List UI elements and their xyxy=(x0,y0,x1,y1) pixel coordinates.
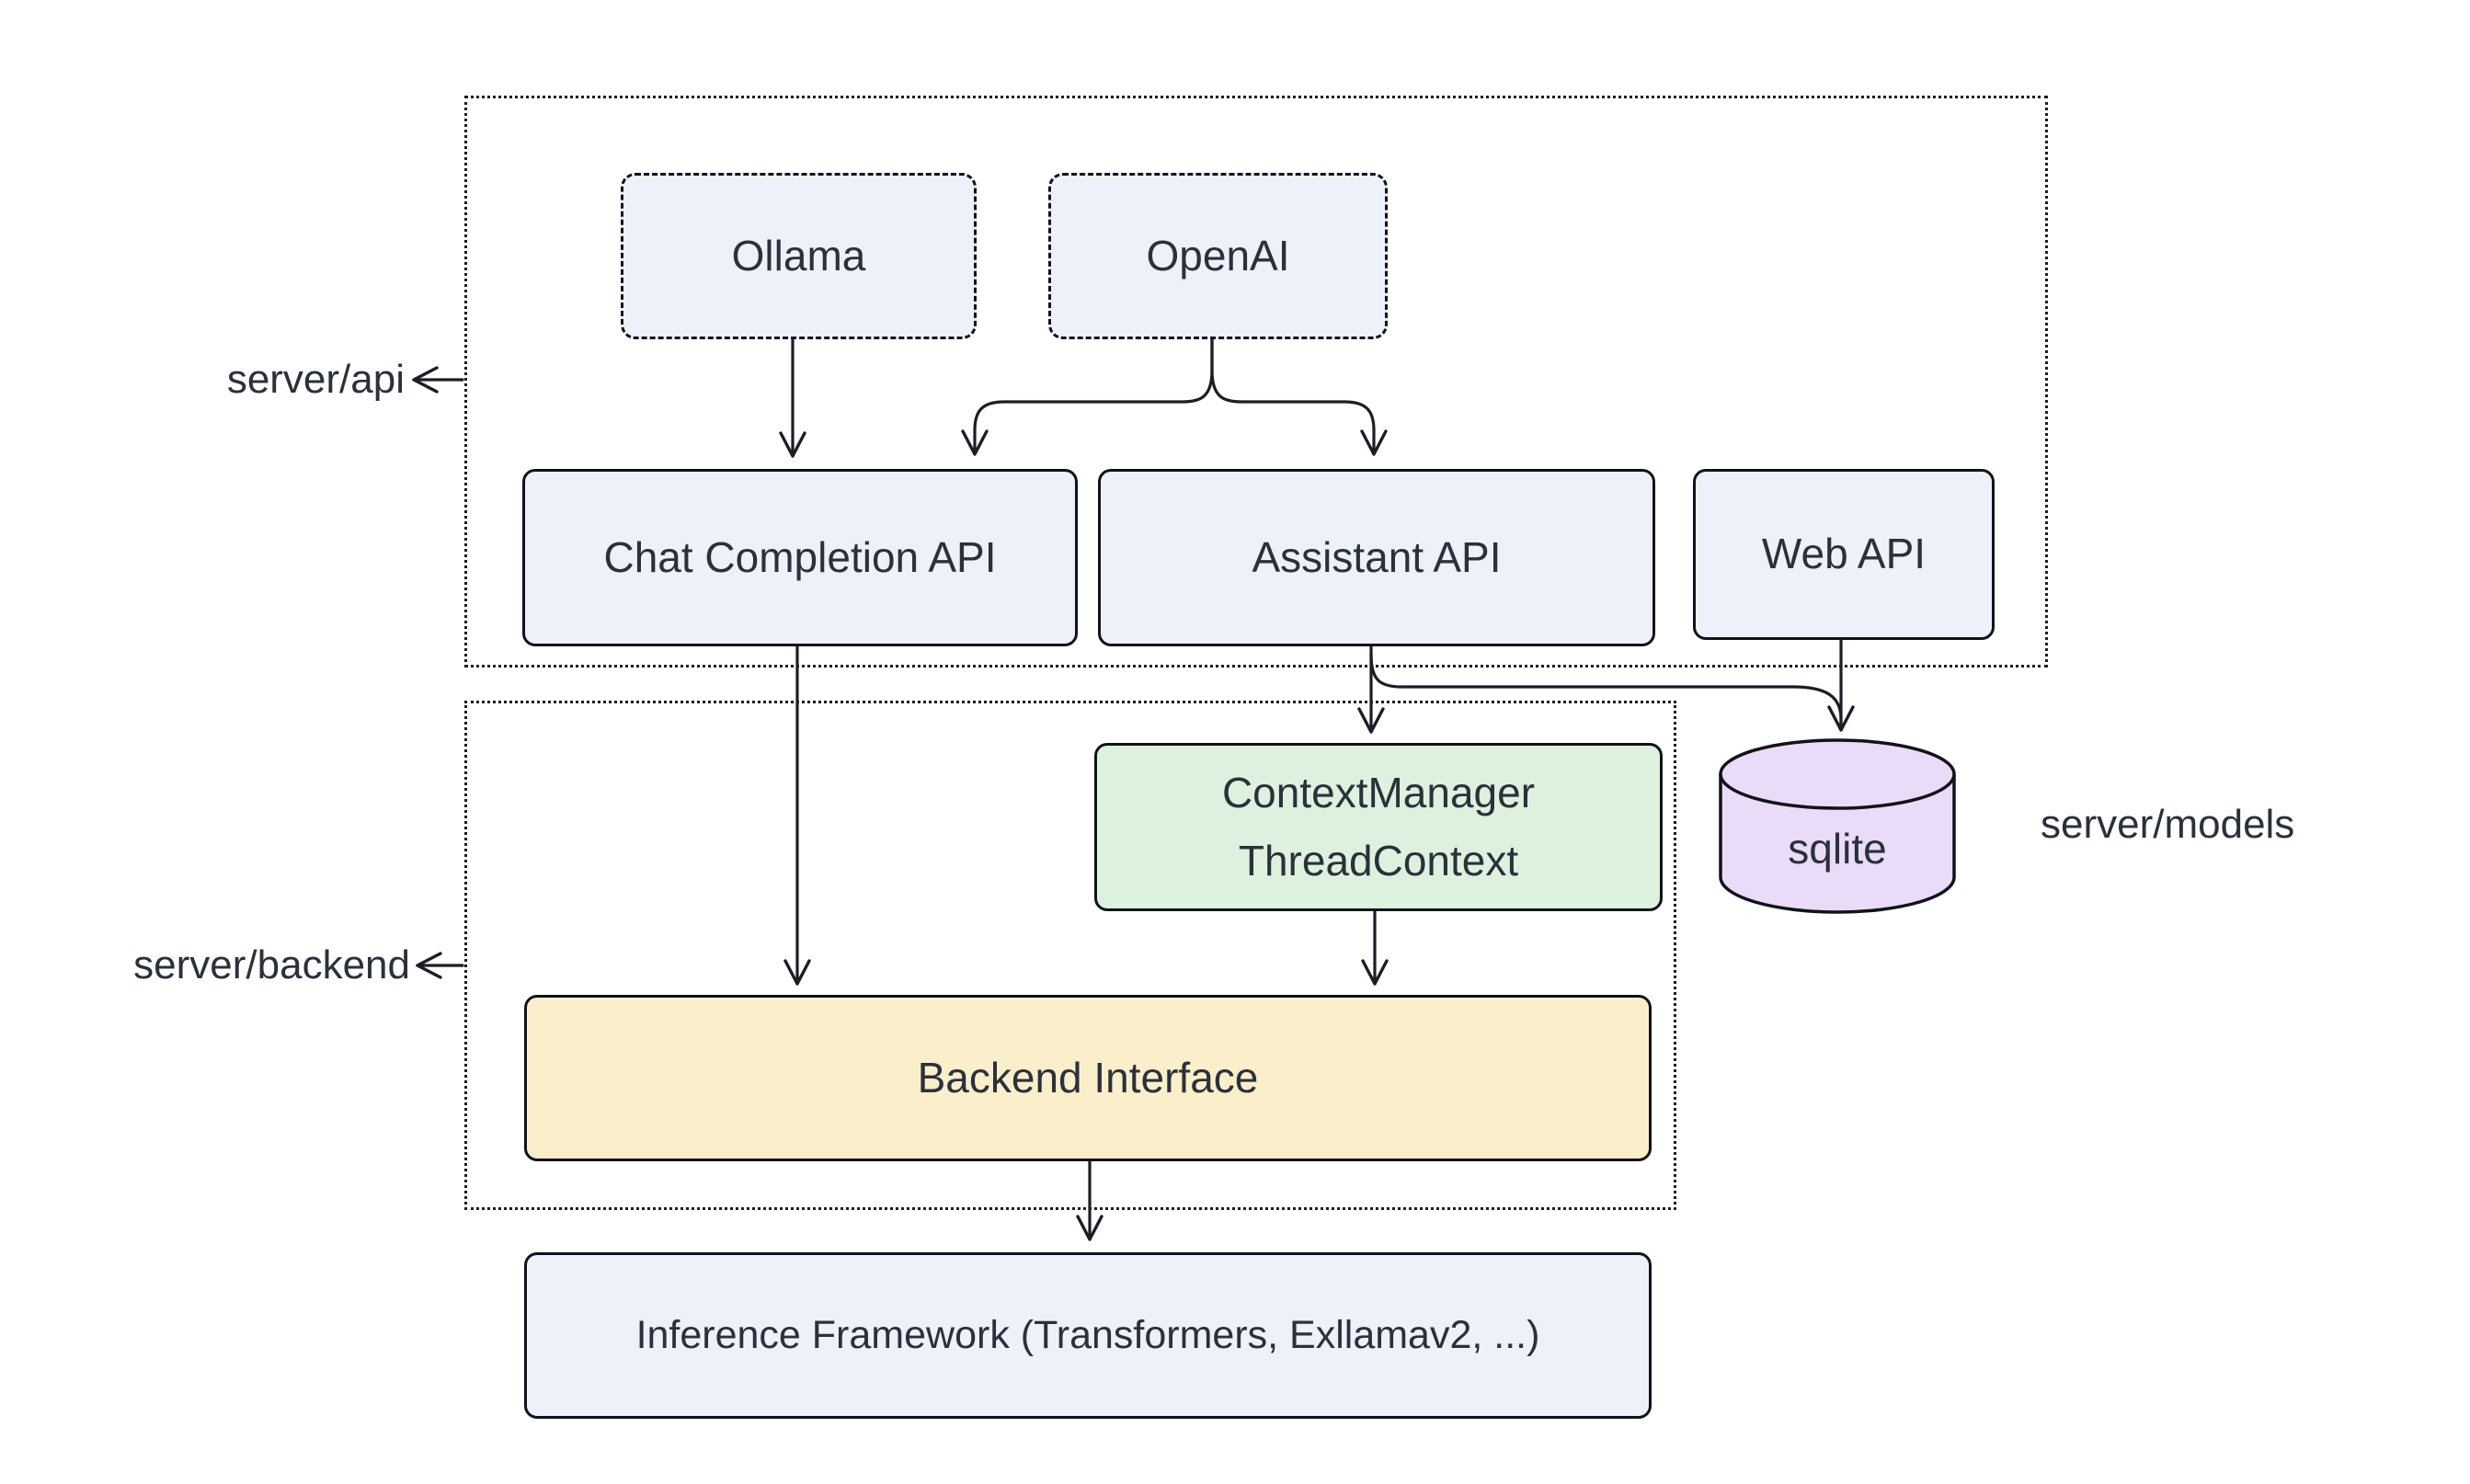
node-inference-framework-label: Inference Framework (Transformers, Exlla… xyxy=(635,1312,1540,1357)
node-chat-completion-api: Chat Completion API xyxy=(522,469,1078,646)
server-api-container xyxy=(464,96,2048,668)
node-sqlite-label: sqlite xyxy=(1788,825,1887,873)
node-inference-framework: Inference Framework (Transformers, Exlla… xyxy=(524,1252,1652,1419)
node-ollama-label: Ollama xyxy=(731,231,866,280)
node-context-manager-line1: ContextManager xyxy=(1221,768,1536,816)
node-context-manager: ContextManager ThreadContext xyxy=(1094,743,1663,911)
node-ollama: Ollama xyxy=(621,173,977,339)
node-assistant-api-label: Assistant API xyxy=(1252,532,1502,581)
server-api-label: server/api xyxy=(226,357,405,402)
node-backend-interface-label: Backend Interface xyxy=(917,1053,1259,1102)
node-assistant-api: Assistant API xyxy=(1098,469,1655,646)
server-backend-container xyxy=(464,701,1676,1210)
node-openai: OpenAI xyxy=(1048,173,1388,339)
node-backend-interface: Backend Interface xyxy=(524,995,1652,1161)
server-backend-label: server/backend xyxy=(133,942,410,987)
node-openai-label: OpenAI xyxy=(1146,231,1290,280)
database-cylinder-icon xyxy=(1719,738,1956,914)
server-models-label: server/models xyxy=(2041,802,2295,847)
node-web-api: Web API xyxy=(1693,469,1995,640)
node-chat-completion-api-label: Chat Completion API xyxy=(603,532,997,581)
node-web-api-label: Web API xyxy=(1761,530,1927,578)
node-sqlite: sqlite xyxy=(1717,736,1958,918)
node-context-manager-line2: ThreadContext xyxy=(1238,836,1519,885)
